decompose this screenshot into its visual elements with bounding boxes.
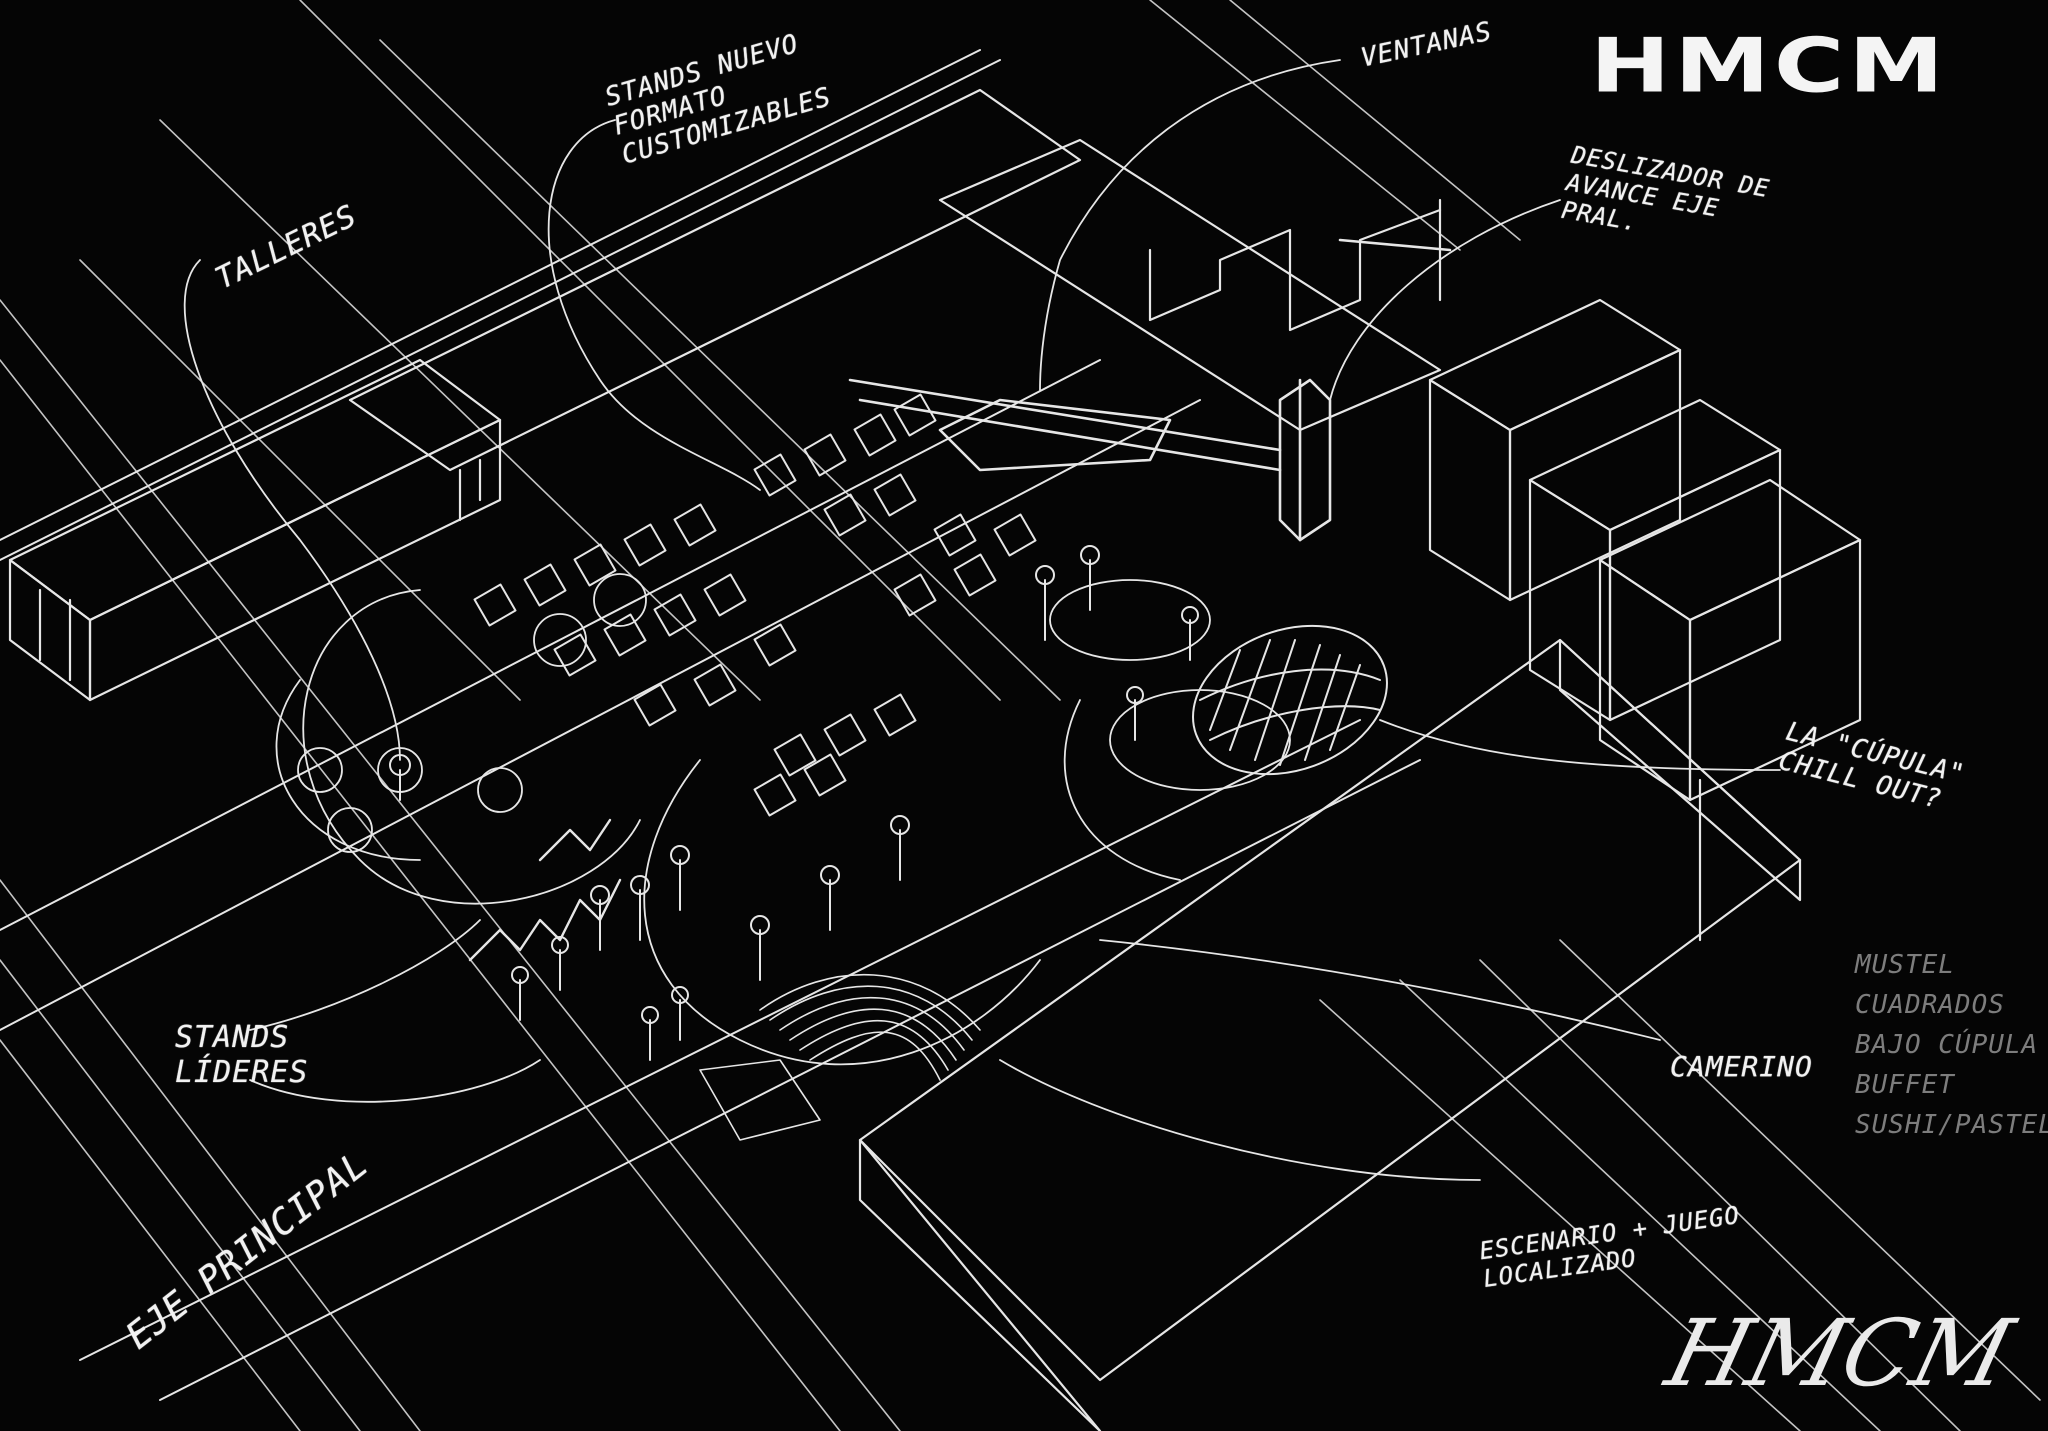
label-camerino: CAMERINO <box>1670 1050 1813 1083</box>
note-line: BAJO CÚPULA <box>1855 1030 2039 1060</box>
top-building <box>938 138 1442 432</box>
stair-zigzag-2 <box>538 818 612 862</box>
note-line: SUSHI/PASTEL <box>1855 1110 2048 1140</box>
dome-cupula <box>1192 624 1388 776</box>
right-buildings <box>1428 298 1862 802</box>
left-building <box>8 88 1082 702</box>
stand-cubes <box>473 393 1037 817</box>
tower <box>1278 378 1332 542</box>
note-line: BUFFET <box>1855 1070 1955 1100</box>
note-line: MUSTEL <box>1855 950 1955 980</box>
main-axis <box>0 49 1421 1401</box>
stair-zigzag <box>468 878 622 962</box>
leader-lines <box>183 59 1781 1181</box>
plaza-curves <box>275 573 1291 1066</box>
stage-seating <box>699 973 981 1141</box>
brand-logo: HMCM <box>1590 22 1948 110</box>
lamp-posts <box>389 545 1199 1061</box>
note-line: CUADRADOS <box>1855 990 2005 1020</box>
side-notes: MUSTEL CUADRADOS BAJO CÚPULA BUFFET SUSH… <box>1855 950 2048 1140</box>
signature: HMCM <box>1656 1300 2023 1407</box>
label-stands-lideres: STANDS LÍDERES <box>175 1020 309 1090</box>
large-platform <box>858 638 1802 1431</box>
